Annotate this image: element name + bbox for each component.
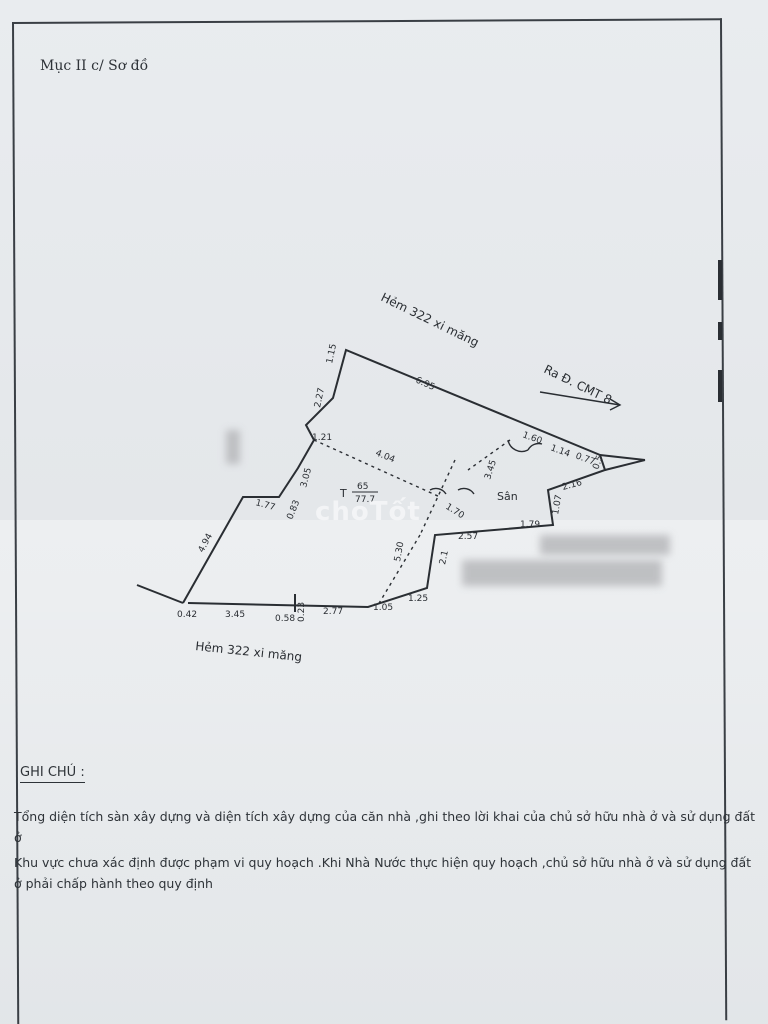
dimension-label: 0.42 [177,610,197,620]
dimension-label: 2.27 [313,387,327,409]
dimension-label: 1.21 [312,433,332,443]
door-arc [527,442,543,451]
dimension-label: 1.07 [551,494,564,515]
dimension-label: 1.14 [549,443,572,459]
dimension-label: 1.79 [520,520,540,530]
redacted-area [462,560,662,586]
dimension-label: 1.60 [521,430,544,446]
dimension-label: 0.58 [275,614,295,624]
internal-wall [419,459,456,536]
door-arc [507,439,529,453]
internal-wall [313,439,441,498]
internal-wall [467,439,511,471]
dimension-label: 3.05 [299,467,314,489]
dimension-label: 1.70 [443,502,466,521]
road-label-right: Ra Đ. CMT 8 [542,362,614,407]
margin-mark [718,322,722,340]
dimension-label: 3.45 [225,610,245,620]
floor-numerator: 65 [357,482,368,492]
dimension-label: 0.5 [591,454,605,471]
dimension-label: 1.05 [373,603,393,613]
floor-denominator: 77.7 [355,495,375,505]
dimension-label: 2.77 [323,607,343,617]
door-arc [457,487,475,495]
dimension-label: 6.95 [414,376,436,393]
margin-mark [718,370,722,402]
dimension-label: 0.83 [286,499,303,521]
road-edge-right [604,459,646,471]
note-text: Tổng diện tích sàn xây dựng và diện tích… [14,809,756,845]
road-label-bottom: Hẻm 322 xi măng [195,639,303,664]
watermark-logo: choTốt [315,497,421,527]
dimension-label: 5.30 [393,541,406,563]
dimension-label: 3.45 [483,459,499,481]
dimension-label: 1.15 [325,343,339,365]
arrow-line [539,391,621,406]
door-arc [429,487,447,495]
section-title: Mục II c/ Sơ đồ [40,58,149,74]
yard-label: Sân [497,490,518,503]
margin-mark [718,260,722,300]
redacted-area [226,430,240,464]
note-text: Khu vực chưa xác định được phạm vi quy h… [14,855,752,891]
floor-prefix: T [339,487,347,500]
road-edge-right [599,454,646,461]
dimension-label: 1.77 [254,498,276,513]
dimension-label: 2.1 [438,550,451,566]
paper-lower-sheet [0,520,768,1024]
dimension-label: 2.16 [561,478,583,493]
road-label-top: Hẻm 322 xi măng [379,290,481,350]
dimension-label: 2.57 [458,532,478,542]
dimension-label: 4.04 [374,449,397,466]
road-edge-left [136,584,184,604]
redacted-area [540,535,670,555]
arrow-head [609,398,622,411]
notes-heading: GHI CHÚ : [20,765,85,783]
dimension-label: 0.23 [297,602,307,622]
property-boundary [182,348,607,609]
dimension-label: 1.25 [408,594,428,604]
